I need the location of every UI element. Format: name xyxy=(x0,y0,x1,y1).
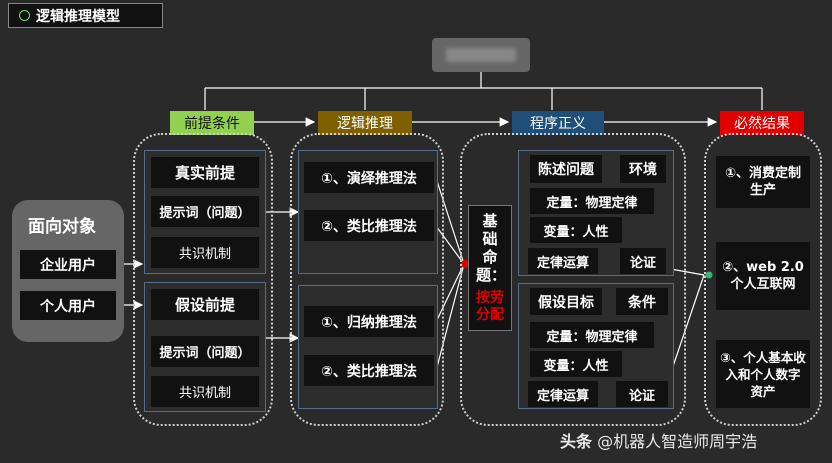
watermark-brand: 头条 xyxy=(560,432,593,451)
proc-var-top: 变量：人性 xyxy=(530,217,622,243)
premise-prompt-bottom: 提示词（问题） xyxy=(151,336,259,367)
result-1: ①、消费定制生产 xyxy=(716,156,810,208)
proc-proof-bottom: 论证 xyxy=(616,381,668,407)
audience-individual: 个人用户 xyxy=(20,291,116,320)
premise-consensus-top: 共识机制 xyxy=(151,237,259,268)
base-proposition: 基础命题： 按劳分配 xyxy=(468,205,512,331)
header-premise: 前提条件 xyxy=(170,111,254,135)
watermark: 头条 @机器人智造师周宇浩 xyxy=(560,428,828,454)
procedure-group xyxy=(460,133,686,426)
proc-condition: 条件 xyxy=(616,288,668,315)
reasoning-analogy-top: ②、类比推理法 xyxy=(304,210,434,241)
premise-consensus-bottom: 共识机制 xyxy=(151,376,259,407)
result-3: ③、个人基本收入和个人数字资产 xyxy=(716,340,810,408)
proc-quant-top: 定量：物理定律 xyxy=(530,188,654,214)
proc-op-top: 定律运算 xyxy=(528,248,598,274)
premise-group xyxy=(133,133,273,426)
proc-state-problem: 陈述问题 xyxy=(530,155,602,183)
proc-quant-bottom: 定量：物理定律 xyxy=(530,322,654,348)
header-result: 必然结果 xyxy=(720,111,804,135)
result-group xyxy=(704,133,822,426)
reasoning-bottom-panel xyxy=(298,285,438,409)
blurred-top-box xyxy=(432,38,530,72)
header-procedure: 程序正义 xyxy=(512,111,604,135)
result-2: ②、web 2.0个人互联网 xyxy=(716,242,810,310)
premise-prompt-top: 提示词（问题） xyxy=(151,196,259,227)
reasoning-analogy-bottom: ②、类比推理法 xyxy=(304,355,434,386)
premise-true: 真实前提 xyxy=(151,157,259,188)
reasoning-group xyxy=(290,133,444,426)
proc-goal: 假设目标 xyxy=(530,288,602,315)
reasoning-deductive: ①、演绎推理法 xyxy=(304,162,434,193)
proc-op-bottom: 定律运算 xyxy=(528,381,598,407)
proc-var-bottom: 变量：人性 xyxy=(530,351,622,377)
audience-title: 面向对象 xyxy=(28,216,96,237)
proc-proof-top: 论证 xyxy=(620,248,666,274)
blurred-content xyxy=(446,48,516,62)
watermark-author: @机器人智造师周宇浩 xyxy=(597,432,758,451)
base-value: 按劳分配 xyxy=(476,290,504,323)
badge-dot-icon xyxy=(19,10,30,21)
premise-assumed: 假设前提 xyxy=(151,289,259,320)
audience-enterprise: 企业用户 xyxy=(20,250,116,279)
title-text: 逻辑推理模型 xyxy=(36,8,120,25)
header-reasoning: 逻辑推理 xyxy=(318,111,412,135)
title-badge: 逻辑推理模型 xyxy=(8,3,163,28)
reasoning-inductive: ①、归纳推理法 xyxy=(304,306,434,337)
proc-environment: 环境 xyxy=(620,155,666,183)
base-label: 基础命题： xyxy=(476,212,507,284)
